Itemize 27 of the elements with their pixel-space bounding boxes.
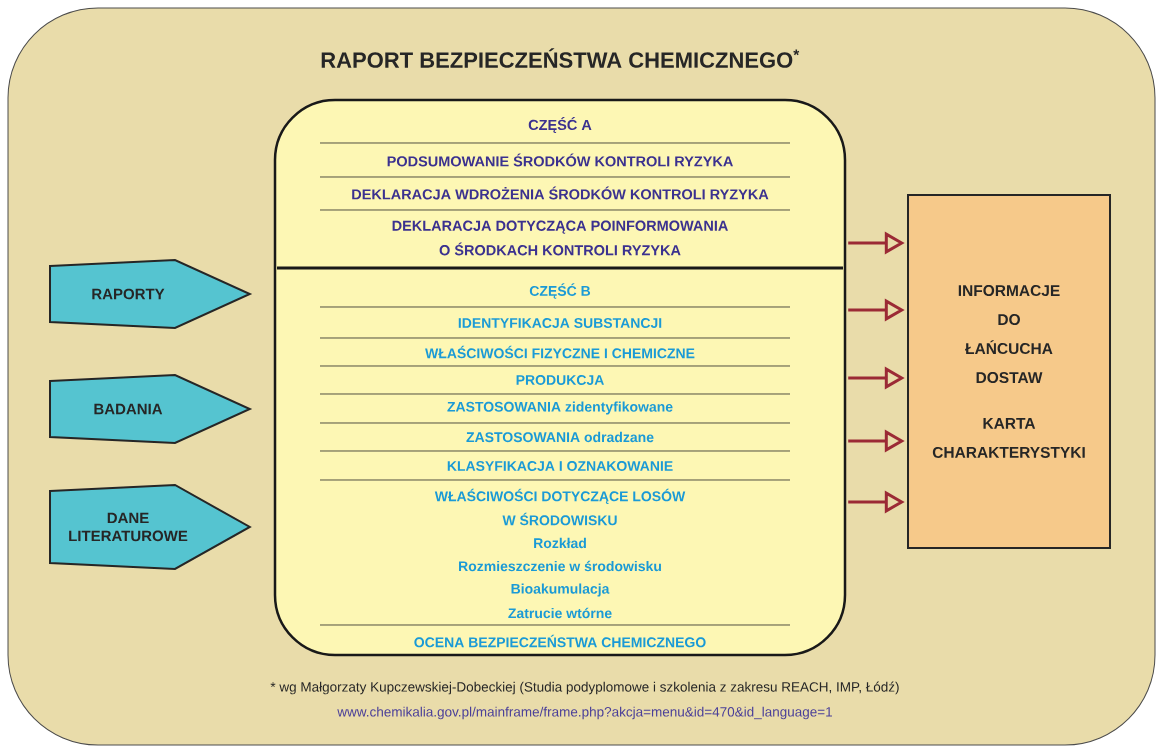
block-arrow-label: RAPORTY [92,288,165,300]
title: RAPORT BEZPIECZEŃSTWA CHEMICZNEGO$^{*}$ [321,48,800,68]
row-text: Zatrucie wtórne [508,607,612,619]
row-text: OCENA BEZPIECZEŃSTWA CHEMICZNEGO [414,634,706,648]
row-text: PRODUKCJA [516,375,604,385]
block-arrow-label: DANE LITERATUROWE [69,512,188,542]
row-text: KLASYFIKACJA I OZNAKOWANIE [447,461,673,471]
row-text: Rozmieszczenie w środowisku [459,560,661,572]
block-arrow-label: BADANIA [94,403,163,415]
row-text: CZĘŚĆ B [529,283,591,299]
row-text: ZASTOSOWANIA odradzane [466,431,654,443]
row-text: DEKLARACJA WDROŻENIA ŚRODKÓW KONTROLI RYZYKA [352,186,769,200]
row-text: Bioakumulacja [511,583,610,597]
row-text: PODSUMOWANIE ŚRODKÓW KONTROLI RYZYKA [387,153,733,167]
row-text: Rozkład [534,537,586,549]
row-text: WŁAŚCIWOŚCI DOTYCZĄCE LOSÓW W ŚRODOWISKU [434,488,686,526]
row-text: IDENTYFIKACJA SUBSTANCJI [458,318,662,328]
footnote-text: * wg Małgorzaty Kupczewskiej-Dobeckiej (Studia podyplomowe i szkolenia z zakresu REACH, IMP, Łódź) [270,681,899,695]
block-arrow [49,374,253,444]
row-text: CZĘŚĆ A [528,117,592,133]
info-box: INFORMACJE DO ŁAŃCUCHA DOSTAW KARTA CHARAKTERYSTYKI [907,194,1111,549]
row-text: DEKLARACJA DOTYCZĄCA POINFORMOWANIA O ŚRODKACH KONTROLI RYZYKA [392,220,728,256]
row-text: WŁAŚCIWOŚCI FIZYCZNE I CHEMICZNE [425,345,695,359]
footnote-text: www.chemikalia.gov.pl/mainframe/frame.php?akcja=menu&id=470&id_language=1 [337,706,832,720]
row-text: ZASTOSOWANIA zidentyfikowane [447,401,673,415]
block-arrow [49,258,253,329]
block-arrow [49,484,252,570]
